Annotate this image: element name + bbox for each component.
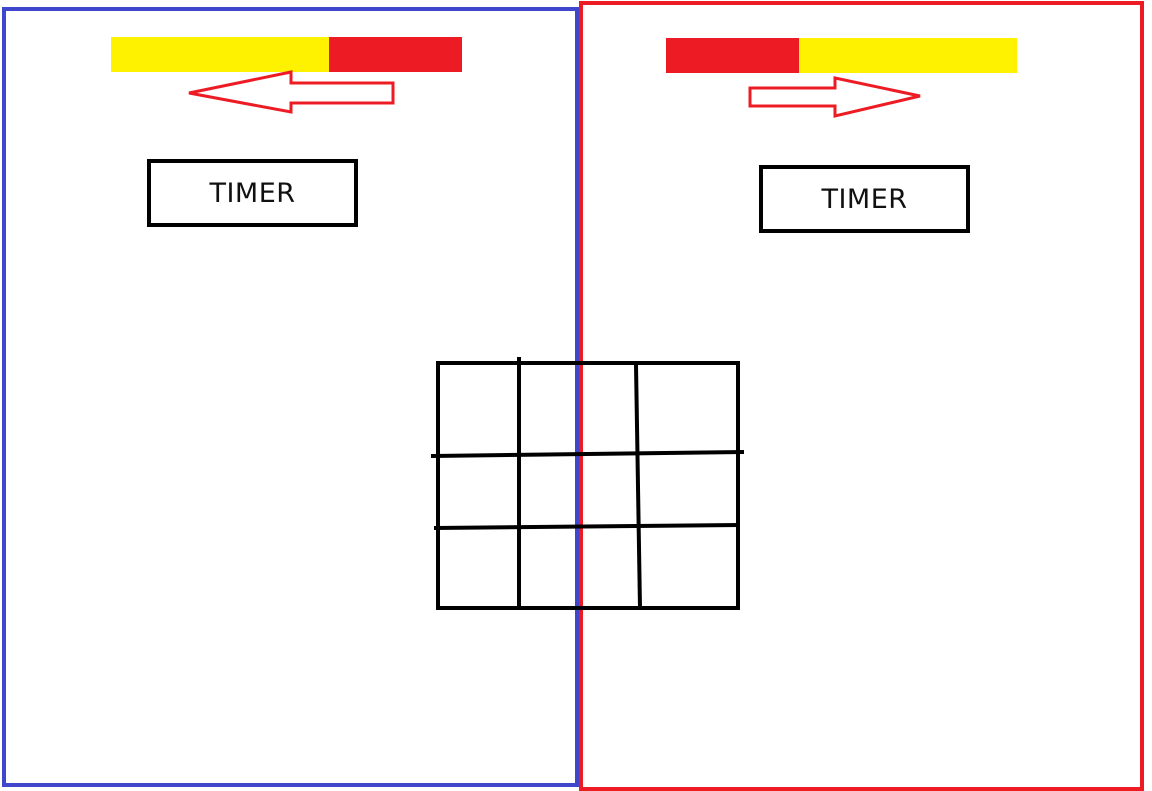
board-cell-2-1[interactable] xyxy=(438,454,519,527)
board-cell-3-1[interactable] xyxy=(438,527,519,608)
player-one-timer-bar xyxy=(111,37,462,72)
board-cell-1-2[interactable] xyxy=(519,363,638,454)
board-cell-2-3[interactable] xyxy=(638,454,738,527)
player-two-timer-bar-remaining xyxy=(799,38,1017,73)
board-frame xyxy=(436,361,740,610)
game-board xyxy=(430,357,745,611)
arrow-left-icon xyxy=(188,70,395,114)
player-two-timer-label: TIMER xyxy=(821,183,908,215)
board-cell-2-2[interactable] xyxy=(519,454,638,527)
player-one-timer-bar-elapsed xyxy=(328,37,462,72)
arrow-right-icon xyxy=(748,76,921,118)
player-two-timer: TIMER xyxy=(759,165,970,233)
grid-line-vertical xyxy=(633,362,643,611)
board-cell-3-3[interactable] xyxy=(638,527,738,608)
player-two-timer-bar-elapsed xyxy=(666,38,800,73)
board-cell-1-3[interactable] xyxy=(638,363,738,454)
board-cell-3-2[interactable] xyxy=(519,527,638,608)
player-two-timer-bar xyxy=(666,38,1017,73)
board-cell-1-1[interactable] xyxy=(438,363,519,454)
player-one-timer: TIMER xyxy=(147,159,358,227)
grid-line-horizontal xyxy=(433,522,741,531)
player-one-timer-label: TIMER xyxy=(209,177,296,209)
player-one-timer-bar-remaining xyxy=(111,37,329,72)
grid-line-horizontal xyxy=(430,449,745,459)
